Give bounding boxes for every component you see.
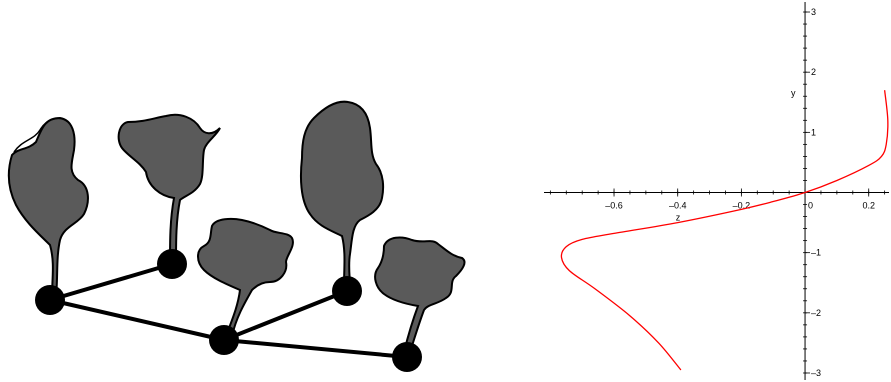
y-tick-label: 2 <box>811 67 816 77</box>
node-3 <box>209 325 239 355</box>
node-2 <box>157 249 187 279</box>
x-tick-label: –0.2 <box>733 201 751 211</box>
x-tick-label: –0.4 <box>669 201 687 211</box>
x-axis-label: z <box>676 213 681 223</box>
y-tick-label: –1 <box>811 248 821 258</box>
edge-1-2 <box>48 262 174 302</box>
node-1 <box>35 285 65 315</box>
y-axis-label: y <box>791 88 796 98</box>
graph-nodes <box>35 249 422 372</box>
y-tick-label: 3 <box>811 7 816 17</box>
edge-1-3 <box>48 298 226 342</box>
node-4 <box>332 276 362 306</box>
x-tick-label: 0 <box>808 201 813 211</box>
node-5 <box>392 342 422 372</box>
x-ticks: –0.6 –0.4 –0.2 0 0.2 <box>549 188 886 211</box>
blob-3 <box>197 217 294 337</box>
graph-diagram <box>7 100 466 372</box>
blob-4 <box>300 100 385 287</box>
edge-3-4 <box>222 289 349 342</box>
blob-5 <box>374 236 466 353</box>
y-tick-label: –2 <box>811 308 821 318</box>
y-tick-label: –3 <box>811 368 821 378</box>
y-tick-label: 1 <box>811 127 816 137</box>
curve-plot: –0.6 –0.4 –0.2 0 0.2 3 2 1 –1 –2 –3 z y <box>544 2 889 380</box>
blob-2 <box>117 113 221 263</box>
blob-1-shadow-edge <box>13 117 69 153</box>
graph-edges <box>48 262 409 359</box>
x-tick-label: 0.2 <box>862 201 875 211</box>
series-curve <box>560 90 889 371</box>
edge-3-5 <box>222 338 409 359</box>
x-tick-label: –0.6 <box>605 201 623 211</box>
y-ticks: 3 2 1 –1 –2 –3 <box>803 7 821 378</box>
